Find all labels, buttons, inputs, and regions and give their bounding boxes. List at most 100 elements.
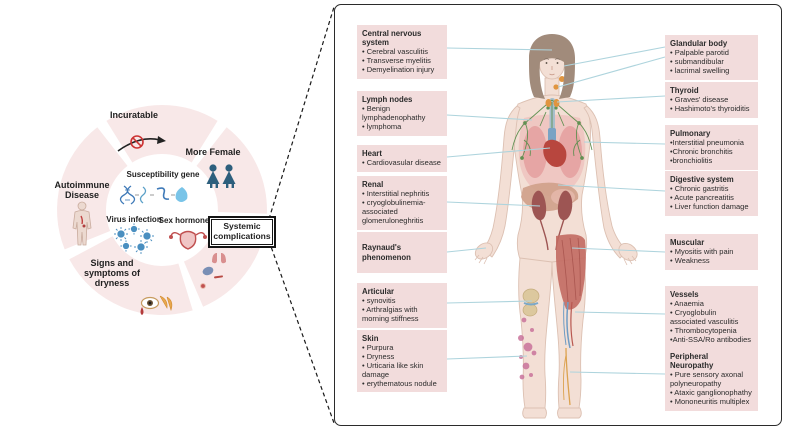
organ-box-item: • Mononeuritis multiplex [670,396,750,406]
leg-nerves [562,347,571,406]
organ-box-title: Lymph nodes [362,95,413,104]
organ-box-item: • Urticaria like skin damage [362,360,424,379]
organ-box-item: • Anaemia [670,299,704,309]
female-figures-icon [206,164,236,188]
organ-box-peripheral-neuropathy: Peripheral Neuropathy • Pure sensory axo… [665,348,758,411]
organ-box-item: • Dryness [362,352,395,362]
body-figure [474,34,638,419]
organ-box-item: • Ataxic ganglionophathy [670,388,752,398]
organ-box-title: Central nervous system [362,29,422,48]
ring-label-dryness: Signs and symptoms of dryness [83,258,140,289]
organ-box-item: • Chronic gastritis [670,184,729,194]
dryness-eye-icon [140,295,173,315]
organ-box-item: • cryoglobulinemia-associated glomerulon… [362,198,426,225]
incuratable-arrow-icon [117,135,166,152]
organ-box-item: • Liver function damage [670,201,749,211]
ring-label-autoimmune: Autoimmune Disease [54,180,110,201]
organ-box-pulmonary: Pulmonary •Interstitial pneumonia •Chron… [665,125,758,170]
organ-box-renal: Renal • Interstitial nephritis • cryoglo… [357,176,447,230]
organ-box-item: •Anti-SSA/Ro antibodies [670,334,752,344]
organ-box-item: • Cryoglobulin associated vasculitis [670,308,739,326]
organ-box-glandular-body: Glandular body • Palpable parotid • subm… [665,35,758,80]
organ-box-title: Thyroid [670,86,699,95]
organ-box-heart: Heart • Cardiovasular disease [357,145,447,173]
right-lung [558,126,582,178]
knee-joint [522,288,540,317]
systemic-complications-box: Systemic complications [208,216,276,248]
great-vessels [548,128,556,142]
organ-box-lymph-nodes: Lymph nodes • Benign lymphadenophathy • … [357,91,447,136]
organ-box-item: • Benign lymphadenophathy [362,104,426,123]
organ-box-articular: Articular • synovitis • Arthralgias with… [357,283,447,328]
heart [543,139,567,167]
organ-box-vessels: Vessels • Anaemia • Cryoglobulin associa… [665,286,758,349]
right-foot [557,407,582,419]
parotid-gland [559,76,565,82]
center-label-gene: Susceptibility gene [126,170,200,179]
organ-box-title: Glandular body [670,39,728,48]
connector-lines [446,46,666,375]
organ-box-item: • Cardiovasular disease [362,158,441,168]
left-arm [482,105,521,258]
organ-box-title: Digestive system [670,175,734,184]
organ-box-muscular: Muscular • Myositis with pain • Weakness [665,234,758,270]
organ-box-item: • Palpable parotid [670,48,729,58]
left-lung [523,126,547,178]
systemic-complications-label: Systemic complications [211,219,273,245]
organ-box-title: Muscular [670,238,705,247]
organ-box-skin: Skin • Purpura • Dryness • Urticaria lik… [357,330,447,393]
center-label-virus: Virus infection [106,215,162,224]
organ-box-item: • Purpura [362,343,394,353]
autoimmune-body-icon [72,201,92,246]
kidneys [531,190,573,251]
thyroid-gland [553,99,560,107]
ring-label-incuratable: Incuratable [109,110,158,120]
organ-box-item: • Acute pancreatitis [670,193,734,203]
organ-box-item: •Interstitial pneumonia [670,138,744,148]
organ-box-item: • Transverse myelitis [362,56,431,66]
organ-box-item: • Weakness [670,256,710,266]
organ-box-digestive-system: Digestive system • Chronic gastritis • A… [665,171,758,216]
organ-box-title: Vessels [670,290,699,299]
left-hand [474,242,494,260]
organ-box-item: • Cerebral vasculitis [362,47,428,57]
organ-box-item: • Arthralgias with morning stiffness [362,305,419,323]
organ-box-central-nervous-system: Central nervous system • Cerebral vascul… [357,25,447,79]
organ-box-thyroid: Thyroid • Graves' disease • Hashimoto's … [665,82,758,118]
ring-label-more-female: More Female [185,147,241,157]
organ-box-title: Renal [362,180,384,189]
uterus-icon [169,230,207,250]
virus-icons [114,223,154,254]
ring-segment-more-female [196,127,267,214]
organ-box-item: • synovitis [362,296,396,306]
organ-box-item: • lymphoma [362,121,402,131]
organ-box-raynauds: Raynaud's phenomenon [357,232,447,273]
left-leg [518,257,553,409]
zoom-dashed-lines [268,6,335,424]
organ-box-title: Raynaud's phenomenon [362,243,411,262]
lymph-network [511,99,593,160]
face-features [543,58,561,76]
organ-box-item: • erythematous nodule [362,378,437,388]
finger-lines [474,254,637,266]
organ-box-item: • Pure sensory axonal polyneuropathy [670,370,744,389]
left-foot [522,407,547,419]
thyroid-gland [545,99,552,107]
center-label-hormone: Sex hormone [158,216,210,225]
muscle-striations [561,237,581,303]
organ-box-item: • Thrombocytopenia [670,325,737,335]
organ-box-title: Skin [362,334,379,343]
organ-box-item: • Demyelination injury [362,65,435,75]
right-arm [583,105,628,259]
organ-box-item: • Graves' disease [670,95,729,105]
organ-box-item: •Chronic bronchitis [670,147,733,157]
organ-box-item: • Hashimoto's thyroiditis [670,104,750,114]
organ-box-title: Pulmonary [670,129,711,138]
organ-box-item: • Interstitial nephritis [362,189,430,199]
organ-cluster-icons [200,253,226,289]
organ-box-item: • submandibular [670,57,724,67]
organ-box-item: • lacrimal swelling [670,65,730,75]
organ-box-title: Peripheral Neuropathy [670,352,714,371]
